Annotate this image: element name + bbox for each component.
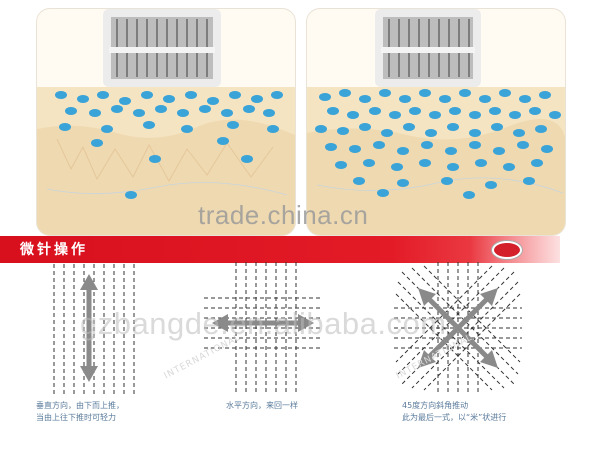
caption-line: 当由上往下推时可轻力: [36, 413, 116, 422]
caption-line: 45度方向斜角推动: [402, 401, 469, 410]
skin-panel-before: [36, 8, 296, 236]
caption-line: 此为最后一式，以“米”状进行: [402, 413, 507, 422]
diagonal-arrows-icon: [418, 288, 498, 368]
skin-cells-right: [315, 89, 561, 199]
diagram-diagonal: [394, 262, 522, 392]
caption-vertical: 垂直方向，由下而上推， 当由上往下推时可轻力: [36, 400, 124, 424]
roller-device: [375, 9, 481, 87]
roller-device: [103, 9, 221, 87]
caption-horizontal: 水平方向，来回一样: [226, 400, 298, 412]
skin-illustration-right: [307, 9, 565, 235]
caption-line: 水平方向，来回一样: [226, 401, 298, 410]
section-banner: 微针操作: [0, 236, 600, 263]
vertical-arrow-icon: [80, 274, 98, 382]
diagram-horizontal: [204, 262, 322, 392]
banner-title: 微针操作: [20, 242, 88, 258]
watermark-bangde: gzbangde.en.alibaba.com: [80, 306, 447, 341]
banner-fade: [470, 236, 600, 263]
banner-background: [0, 236, 560, 263]
skin-cells-left: [55, 91, 283, 199]
skin-panel-after: [306, 8, 566, 236]
watermark-trade: trade.china.cn: [198, 200, 369, 230]
diagram-vertical: [53, 264, 135, 394]
caption-line: 垂直方向，由下而上推，: [36, 401, 124, 410]
horizontal-arrow-icon: [212, 314, 314, 332]
skin-illustration-left: [37, 9, 295, 235]
brand-badge-icon: [492, 241, 522, 259]
caption-diagonal: 45度方向斜角推动 此为最后一式，以“米”状进行: [402, 400, 506, 424]
